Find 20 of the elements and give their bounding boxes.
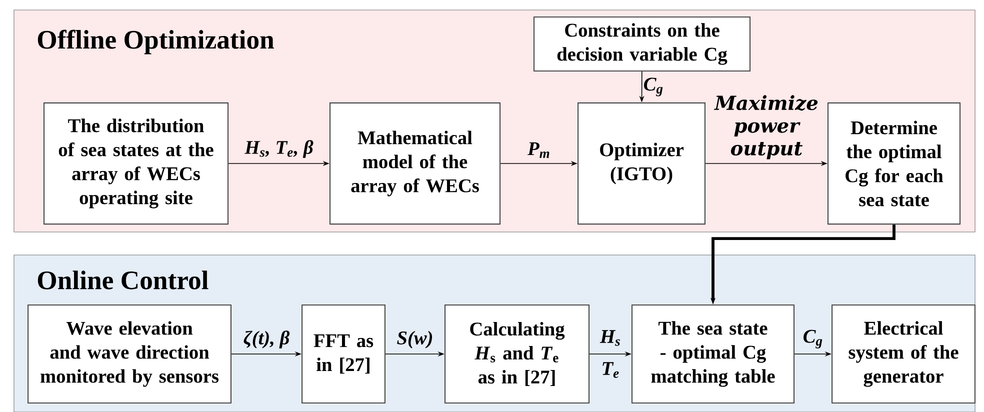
edge-label: ζ(t), β	[244, 330, 290, 348]
edge-label: H$_{s}$ T$_{e}$	[600, 330, 620, 378]
process-box: Electrical system of the generator	[832, 304, 976, 404]
process-box: Constraints on the decision variable Cg	[533, 16, 751, 72]
process-box: Determine the optimal Cg for each sea state	[827, 102, 961, 225]
process-box: FFT as in [27]	[302, 304, 386, 404]
edge-label: Maximize power output	[714, 95, 818, 160]
edge-label: C$_{g}$	[804, 330, 822, 348]
edge-label: S(w)	[397, 330, 432, 348]
edge-label: H$_{s}$, T$_{e}$, β	[244, 140, 314, 158]
edge-label: P$_{m}$	[528, 142, 550, 158]
panel-heading: Online Control	[38, 270, 208, 290]
process-box: The sea state - optimal Cg matching table	[631, 304, 795, 404]
process-box: The distribution of sea states at the array of WECs operating site	[43, 102, 229, 225]
process-box: Optimizer (IGTO)	[578, 102, 706, 225]
panel-heading: Offline Optimization	[38, 30, 274, 54]
process-box: Calculating H$_{s}$ and T$_{e}$ as in [27]	[444, 304, 590, 404]
process-box: Mathematical model of the array of WECs	[329, 102, 501, 225]
edge-label: C$_{g}$	[644, 78, 663, 96]
process-box: Wave elevation and wave direction monitored by sensors	[28, 304, 232, 404]
